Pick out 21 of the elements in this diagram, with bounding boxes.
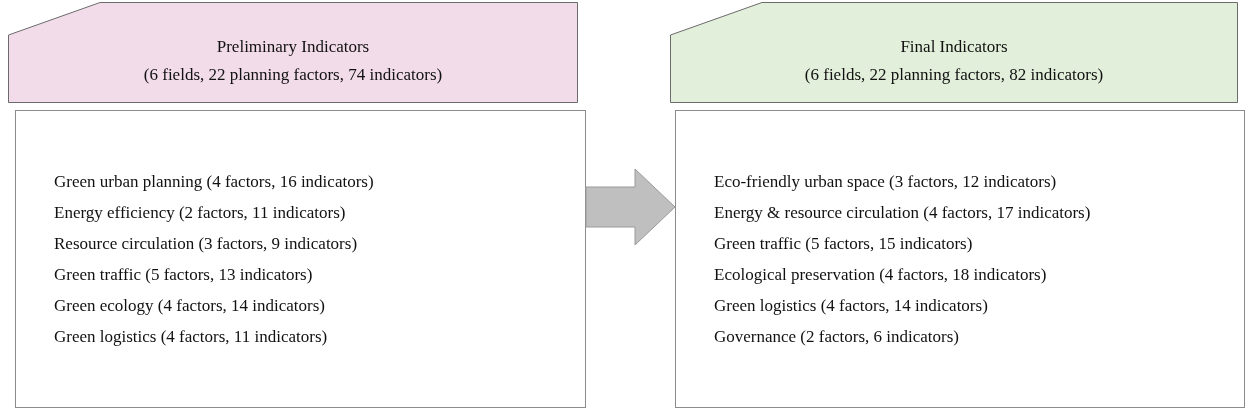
header-tab xyxy=(670,2,1238,103)
header-subtitle: (6 fields, 22 planning factors, 74 indicators) xyxy=(143,65,443,85)
indicator-item: Governance (2 factors, 6 indicators) xyxy=(714,326,960,348)
indicator-list-box xyxy=(15,110,586,408)
indicator-item: Green ecology (4 factors, 14 indicators) xyxy=(54,295,326,317)
indicator-item: Green logistics (4 factors, 14 indicators) xyxy=(714,295,989,317)
indicator-list-box xyxy=(675,110,1245,408)
block-arrow xyxy=(585,168,676,246)
indicator-item: Green traffic (5 factors, 13 indicators) xyxy=(54,264,314,286)
indicator-item: Resource circulation (3 factors, 9 indicators) xyxy=(54,233,359,255)
indicator-item: Ecological preservation (4 factors, 18 indicators) xyxy=(714,264,1048,286)
header-title: Preliminary Indicators xyxy=(216,37,370,57)
indicator-item: Eco-friendly urban space (3 factors, 12 indicators) xyxy=(714,171,1058,193)
indicator-item: Energy efficiency (2 factors, 11 indicators) xyxy=(54,202,347,224)
header-title: Final Indicators xyxy=(900,37,1008,57)
header-subtitle: (6 fields, 22 planning factors, 82 indicators) xyxy=(804,65,1104,85)
indicator-item: Energy & resource circulation (4 factors, 17 indicators) xyxy=(714,202,1092,224)
header-tab xyxy=(8,2,578,103)
indicator-item: Green traffic (5 factors, 15 indicators) xyxy=(714,233,974,255)
indicator-item: Green urban planning (4 factors, 16 indicators) xyxy=(54,171,375,193)
indicator-item: Green logistics (4 factors, 11 indicators) xyxy=(54,326,329,348)
